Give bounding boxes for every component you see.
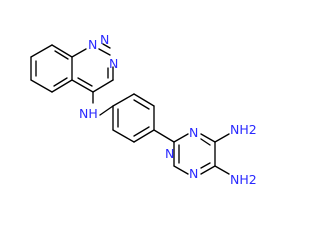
benzotriazine-benzene-ring — [30, 44, 73, 93]
aryl-triazine-bond — [153, 129, 175, 143]
amino-bonds — [214, 133, 230, 175]
atom-label-triazine-n-left: N — [165, 146, 174, 161]
atom-label-triazine-n-bottom: N — [189, 166, 198, 181]
atom-label-n1: N — [88, 37, 97, 52]
atom-label-triazine-n-top: N — [189, 125, 198, 140]
atom-label-amine-nh: NH — [79, 106, 98, 121]
diaminotriazine-ring — [173, 133, 216, 175]
atom-label-amino-top: NH2 — [230, 122, 257, 137]
atom-label-n2: N — [109, 56, 118, 71]
molecule-drawing: N N N NH N N N NH2 NH2 — [30, 32, 257, 187]
atom-label-n3: N — [100, 32, 109, 47]
structure-diagram: N N N NH N N N NH2 NH2 — [30, 32, 257, 187]
atom-label-amino-bottom: NH2 — [230, 172, 257, 187]
benzotriazine-triazine-ring — [71, 43, 114, 93]
phenylene-ring — [112, 93, 155, 143]
amine-linker-bonds — [92, 91, 114, 116]
